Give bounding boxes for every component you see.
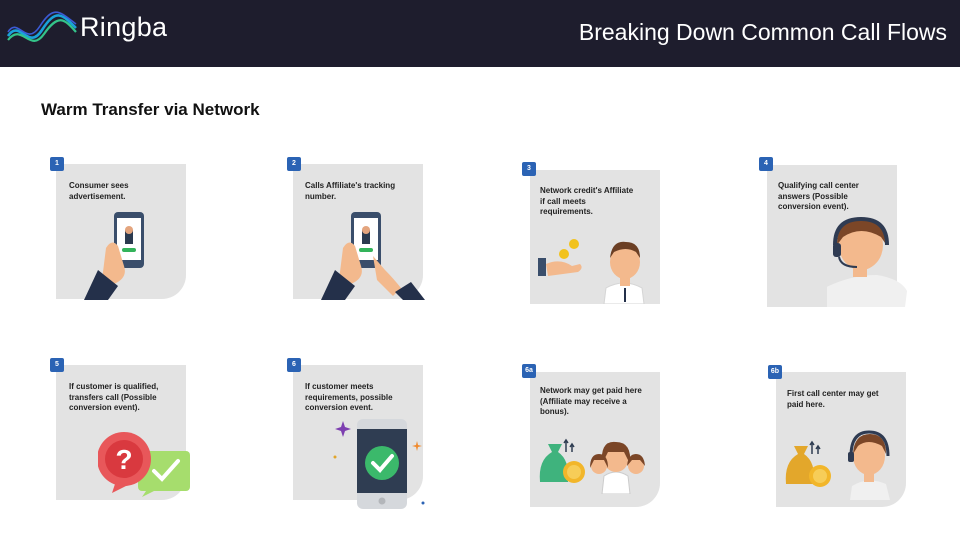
step-card-5: If customer is qualified, transfers call…: [56, 365, 190, 500]
call-center-agent-icon: [827, 217, 907, 307]
svg-text:?: ?: [115, 444, 132, 475]
step-badge-6a: 6a: [522, 364, 536, 378]
phone-dialing-icon: [321, 212, 425, 300]
step-card-1: Consumer sees advertisement.: [56, 164, 186, 300]
step-text: Calls Affiliate's tracking number.: [305, 181, 396, 201]
step-card-6b: First call center may get paid here.: [776, 372, 906, 507]
header-bar: Ringba Breaking Down Common Call Flows: [0, 0, 960, 67]
step-text: Network may get paid here (Affiliate may…: [540, 386, 642, 416]
ringba-logo-icon: [6, 11, 77, 42]
question-check-bubbles-icon: ?: [98, 432, 190, 497]
affiliate-paid-icon: [538, 239, 645, 304]
phone-in-hand-icon: [84, 212, 144, 300]
step-text: Consumer sees advertisement.: [69, 181, 129, 201]
step-text: Qualifying call center answers (Possible…: [778, 181, 859, 211]
step-text: If customer is qualified, transfers call…: [69, 382, 159, 412]
money-bag-agent-icon: [785, 430, 890, 500]
money-bag-people-icon: [539, 438, 645, 494]
step-badge-2: 2: [287, 157, 301, 171]
step-badge-6b: 6b: [768, 365, 782, 379]
step-card-3: Network credit's Affiliate if call meets…: [530, 170, 660, 304]
step-card-4: Qualifying call center answers (Possible…: [767, 165, 907, 307]
step-badge-1: 1: [50, 157, 64, 171]
step-badge-6: 6: [287, 358, 301, 372]
step-card-6: If customer meets requirements, possible…: [293, 365, 425, 509]
step-card-2: Calls Affiliate's tracking number.: [293, 164, 425, 300]
section-subtitle: Warm Transfer via Network: [41, 100, 260, 119]
logo-text: Ringba: [80, 12, 168, 42]
step-badge-5: 5: [50, 358, 64, 372]
phone-check-icon: [333, 419, 425, 509]
step-card-6a: Network may get paid here (Affiliate may…: [530, 372, 660, 507]
step-text: First call center may get paid here.: [787, 389, 879, 409]
slide-title: Breaking Down Common Call Flows: [578, 19, 947, 45]
step-badge-4: 4: [759, 157, 773, 171]
step-text: Network credit's Affiliate if call meets…: [540, 186, 634, 216]
step-text: If customer meets requirements, possible…: [305, 382, 393, 412]
step-badge-3: 3: [522, 162, 536, 176]
